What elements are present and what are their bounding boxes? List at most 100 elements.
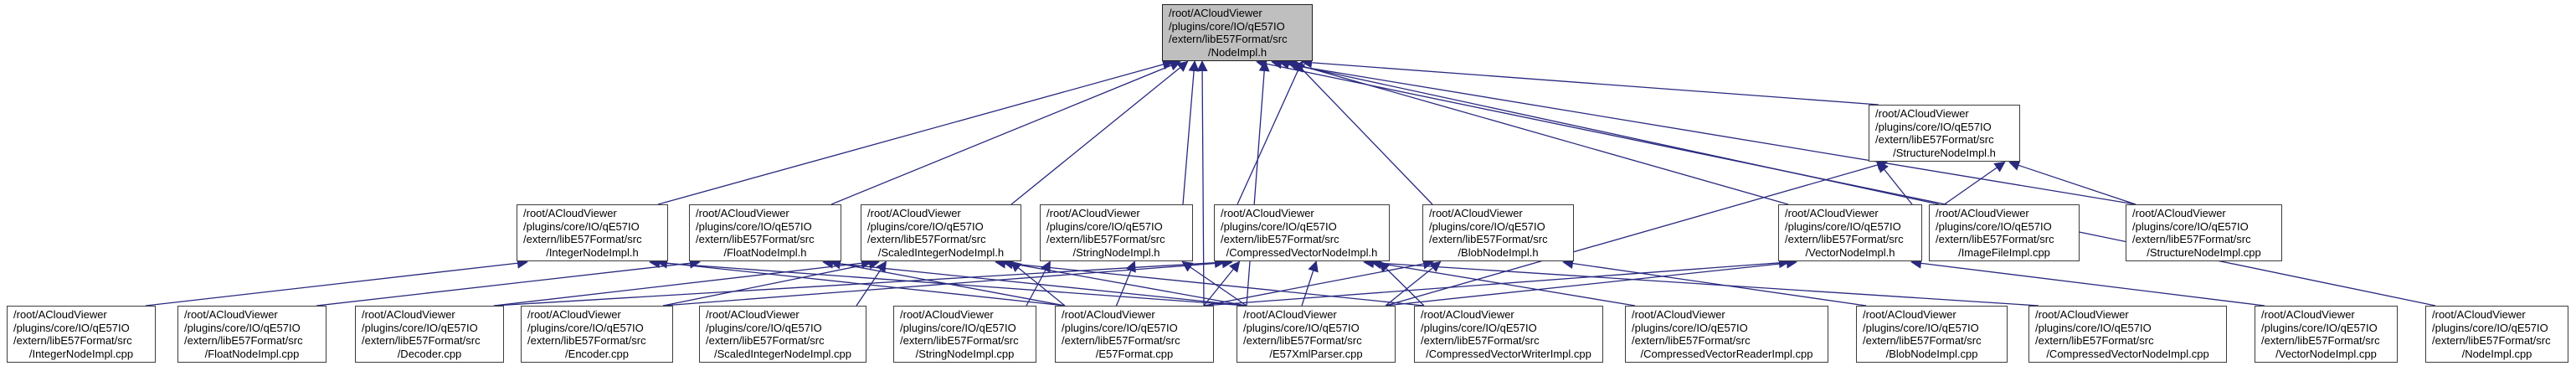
include-edge bbox=[1182, 60, 1200, 205]
node-path-line: /root/ACloudViewer bbox=[706, 308, 800, 321]
node-path-line: /root/ACloudViewer bbox=[2261, 308, 2355, 321]
node-stringnodeimpl-cpp[interactable]: /root/ACloudViewer /plugins/core/IO/qE57… bbox=[893, 306, 1036, 363]
include-edge bbox=[493, 257, 1226, 307]
node-path-line: /root/ACloudViewer bbox=[900, 308, 994, 321]
node-e57xmlparser-cpp[interactable]: /root/ACloudViewer /plugins/core/IO/qE57… bbox=[1237, 306, 1396, 363]
node-vectornodeimpl-h[interactable]: /root/ACloudViewer /plugins/core/IO/qE57… bbox=[1778, 204, 1922, 261]
node-path-line: /extern/libE57Format/src bbox=[696, 233, 815, 245]
node-file-line: /E57XmlParser.cpp bbox=[1269, 347, 1363, 360]
node-file-line: /NodeImpl.cpp bbox=[2461, 347, 2532, 360]
node-file-line: /CompressedVectorWriterImpl.cpp bbox=[1426, 347, 1591, 360]
node-encoder-cpp[interactable]: /root/ACloudViewer /plugins/core/IO/qE57… bbox=[521, 306, 673, 363]
node-path-line: /plugins/core/IO/qE57IO bbox=[527, 321, 644, 334]
node-path-line: /extern/libE57Format/src bbox=[1632, 334, 1751, 347]
node-path-line: /extern/libE57Format/src bbox=[1421, 334, 1540, 347]
node-path-line: /plugins/core/IO/qE57IO bbox=[1243, 321, 1360, 334]
include-edge bbox=[1293, 60, 1433, 205]
node-path-line: /root/ACloudViewer bbox=[523, 207, 617, 219]
include-edge bbox=[2008, 160, 2136, 205]
include-edge bbox=[1271, 58, 2136, 205]
include-edge bbox=[1010, 60, 1189, 205]
node-path-line: /extern/libE57Format/src bbox=[2432, 334, 2551, 347]
node-path-line: /plugins/core/IO/qE57IO bbox=[1062, 321, 1178, 334]
node-scaledintegernodeimpl-h[interactable]: /root/ACloudViewer /plugins/core/IO/qE57… bbox=[861, 204, 1021, 261]
node-file-line: /ScaledIntegerNodeImpl.h bbox=[877, 245, 1005, 259]
node-imagefileimpl-cpp[interactable]: /root/ACloudViewer /plugins/core/IO/qE57… bbox=[1929, 204, 2080, 261]
node-file-line: /VectorNodeImpl.cpp bbox=[2275, 347, 2377, 360]
node-compressedvectornodeimpl-cpp[interactable]: /root/ACloudViewer /plugins/core/IO/qE57… bbox=[2028, 306, 2227, 363]
include-edge bbox=[1378, 260, 1425, 307]
node-path-line: /root/ACloudViewer bbox=[1062, 308, 1155, 321]
node-file-line: /CompressedVectorNodeImpl.cpp bbox=[2046, 347, 2209, 360]
include-edge bbox=[1385, 159, 1888, 307]
node-path-line: /extern/libE57Format/src bbox=[867, 233, 986, 245]
node-path-line: /root/ACloudViewer bbox=[696, 207, 789, 219]
node-path-line: /root/ACloudViewer bbox=[362, 308, 455, 321]
node-file-line: /StructureNodeImpl.cpp bbox=[2147, 245, 2261, 259]
node-vectornodeimpl-cpp[interactable]: /root/ACloudViewer /plugins/core/IO/qE57… bbox=[2255, 306, 2398, 363]
node-compressedvectorwriterimpl-cpp[interactable]: /root/ACloudViewer /plugins/core/IO/qE57… bbox=[1414, 306, 1603, 363]
node-file-line: /VectorNodeImpl.h bbox=[1805, 245, 1895, 259]
node-integernodeimpl-cpp[interactable]: /root/ACloudViewer /plugins/core/IO/qE57… bbox=[7, 306, 156, 363]
node-path-line: /extern/libE57Format/src bbox=[1875, 133, 1994, 146]
include-edge bbox=[856, 260, 887, 307]
node-path-line: /plugins/core/IO/qE57IO bbox=[900, 321, 1016, 334]
node-path-line: /root/ACloudViewer bbox=[867, 207, 961, 219]
node-file-line: /FloatNodeImpl.h bbox=[723, 245, 807, 259]
node-file-line: /StringNodeImpl.cpp bbox=[915, 347, 1015, 360]
node-path-line: /plugins/core/IO/qE57IO bbox=[523, 219, 640, 233]
include-edge bbox=[1910, 257, 2265, 307]
node-path-line: /plugins/core/IO/qE57IO bbox=[1429, 219, 1545, 233]
node-path-line: /root/ACloudViewer bbox=[1421, 308, 1514, 321]
node-file-line: /IntegerNodeImpl.cpp bbox=[28, 347, 134, 360]
include-edge bbox=[1203, 258, 1434, 307]
node-path-line: /root/ACloudViewer bbox=[1785, 207, 1879, 219]
include-edge bbox=[1301, 260, 1319, 307]
node-path-line: /extern/libE57Format/src bbox=[1936, 233, 2054, 245]
node-path-line: /root/ACloudViewer bbox=[1169, 7, 1262, 19]
node-path-line: /extern/libE57Format/src bbox=[1221, 233, 1339, 245]
node-path-line: /plugins/core/IO/qE57IO bbox=[2261, 321, 2378, 334]
node-file-line: /BlobNodeImpl.h bbox=[1458, 245, 1539, 259]
node-file-line: /StructureNodeImpl.h bbox=[1893, 146, 1996, 159]
node-nodeimpl-cpp[interactable]: /root/ACloudViewer /plugins/core/IO/qE57… bbox=[2425, 306, 2568, 363]
node-nodeimpl-h: /root/ACloudViewer /plugins/core/IO/qE57… bbox=[1162, 4, 1313, 61]
node-floatnodeimpl-h[interactable]: /root/ACloudViewer /plugins/core/IO/qE57… bbox=[689, 204, 841, 261]
node-floatnodeimpl-cpp[interactable]: /root/ACloudViewer /plugins/core/IO/qE57… bbox=[177, 306, 326, 363]
node-path-line: /plugins/core/IO/qE57IO bbox=[184, 321, 301, 334]
node-path-line: /extern/libE57Format/src bbox=[527, 334, 646, 347]
node-compressedvectornodeimpl-h[interactable]: /root/ACloudViewer /plugins/core/IO/qE57… bbox=[1214, 204, 1390, 261]
node-decoder-cpp[interactable]: /root/ACloudViewer /plugins/core/IO/qE57… bbox=[355, 306, 504, 363]
node-blobnodeimpl-h[interactable]: /root/ACloudViewer /plugins/core/IO/qE57… bbox=[1422, 204, 1574, 261]
node-path-line: /extern/libE57Format/src bbox=[706, 334, 825, 347]
node-stringnodeimpl-h[interactable]: /root/ACloudViewer /plugins/core/IO/qE57… bbox=[1040, 204, 1193, 261]
include-edge bbox=[1944, 161, 2006, 205]
node-file-line: /ImageFileImpl.cpp bbox=[1958, 245, 2050, 259]
include-edge bbox=[1246, 60, 1270, 307]
node-file-line: /BlobNodeImpl.cpp bbox=[1885, 347, 1978, 360]
node-path-line: /plugins/core/IO/qE57IO bbox=[1221, 219, 1337, 233]
node-blobnodeimpl-cpp[interactable]: /root/ACloudViewer /plugins/core/IO/qE57… bbox=[1856, 306, 2008, 363]
node-structurenodeimpl-cpp[interactable]: /root/ACloudViewer /plugins/core/IO/qE57… bbox=[2126, 204, 2282, 261]
node-file-line: /StringNodeImpl.h bbox=[1072, 245, 1160, 259]
include-edge bbox=[830, 60, 1181, 205]
node-path-line: /extern/libE57Format/src bbox=[900, 334, 1019, 347]
node-file-line: /ScaledIntegerNodeImpl.cpp bbox=[713, 347, 852, 360]
node-path-line: /extern/libE57Format/src bbox=[1243, 334, 1362, 347]
node-path-line: /root/ACloudViewer bbox=[1429, 207, 1523, 219]
node-path-line: /plugins/core/IO/qE57IO bbox=[1875, 120, 1992, 133]
node-file-line: /FloatNodeImpl.cpp bbox=[204, 347, 300, 360]
node-compressedvectorreaderimpl-cpp[interactable]: /root/ACloudViewer /plugins/core/IO/qE57… bbox=[1625, 306, 1828, 363]
node-path-line: /plugins/core/IO/qE57IO bbox=[1169, 19, 1285, 33]
include-edge bbox=[657, 59, 1174, 205]
node-integernodeimpl-h[interactable]: /root/ACloudViewer /plugins/core/IO/qE57… bbox=[517, 204, 668, 261]
include-edge bbox=[1196, 60, 1208, 307]
node-e57format-cpp[interactable]: /root/ACloudViewer /plugins/core/IO/qE57… bbox=[1055, 306, 1214, 363]
node-path-line: /plugins/core/IO/qE57IO bbox=[706, 321, 822, 334]
node-path-line: /root/ACloudViewer bbox=[1632, 308, 1725, 321]
node-path-line: /extern/libE57Format/src bbox=[13, 334, 132, 347]
node-path-line: /root/ACloudViewer bbox=[1046, 207, 1140, 219]
include-edge bbox=[995, 257, 1425, 307]
node-scaledintegernodeimpl-cpp[interactable]: /root/ACloudViewer /plugins/core/IO/qE57… bbox=[699, 306, 866, 363]
node-structurenodeimpl-h[interactable]: /root/ACloudViewer /plugins/core/IO/qE57… bbox=[1869, 105, 2020, 162]
